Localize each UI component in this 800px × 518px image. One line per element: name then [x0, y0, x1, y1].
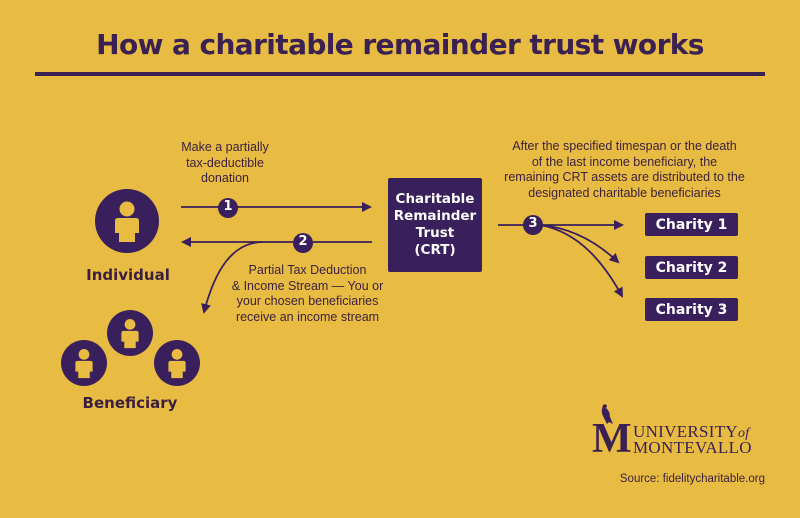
beneficiary-person-icon	[107, 310, 153, 356]
crt-box: Charitable Remainder Trust (CRT)	[388, 178, 482, 272]
step-1-number: 1	[223, 199, 233, 214]
caption-line: receive an income stream	[235, 309, 380, 324]
crt-line: Charitable	[395, 191, 475, 207]
logo-university: UNIVERSITY	[633, 422, 738, 441]
step-2-caption: Partial Tax Deduction & Income Stream — …	[225, 263, 390, 325]
caption-line: tax-deductible	[186, 155, 264, 170]
crt-line: (CRT)	[414, 242, 456, 258]
logo-monogram: M	[592, 416, 632, 462]
title-divider	[35, 72, 765, 76]
step-1-caption: Make a partially tax-deductible donation	[160, 140, 290, 187]
charity-1-box: Charity 1	[645, 213, 738, 236]
step-3-number: 3	[528, 216, 538, 231]
caption-line: your chosen beneficiaries	[236, 294, 379, 308]
arrow-step-2-beneficiary	[201, 241, 263, 314]
step-1-badge	[218, 198, 238, 218]
arrow-charity-3	[539, 224, 623, 298]
step-3-caption: After the specified timespan or the deat…	[492, 139, 757, 201]
step-3-badge	[523, 215, 543, 235]
caption-line: remaining CRT assets are distributed to …	[504, 170, 745, 184]
logo-of: of	[738, 426, 750, 441]
caption-line: of the last income beneficiary, the	[531, 154, 718, 169]
university-logo: M UNIVERSITYof MONTEVALLO	[592, 403, 767, 462]
falcon-icon	[601, 404, 613, 424]
charity-3-box: Charity 3	[645, 298, 738, 321]
logo-line-1: UNIVERSITYof	[633, 423, 750, 442]
step-2-number: 2	[298, 234, 308, 249]
caption-line: designated charitable beneficiaries	[528, 185, 721, 200]
beneficiary-person-icon	[61, 340, 107, 386]
individual-label: Individual	[86, 266, 170, 284]
beneficiary-label: Beneficiary	[82, 394, 178, 412]
beneficiary-person-icon	[154, 340, 200, 386]
charity-2-box: Charity 2	[645, 256, 738, 279]
arrow-charity-2	[539, 224, 620, 264]
caption-line: Make a partially	[181, 140, 269, 154]
caption-line: After the specified timespan or the deat…	[512, 139, 737, 153]
caption-line: Partial Tax Deduction	[248, 263, 367, 277]
step-2-badge	[293, 233, 313, 253]
caption-line: donation	[201, 171, 249, 185]
crt-line: Trust	[415, 225, 455, 241]
caption-line: & Income Stream — You or	[231, 278, 384, 293]
page-title: How a charitable remainder trust works	[96, 28, 704, 61]
crt-line: Remainder	[393, 208, 477, 224]
source-credit: Source: fidelitycharitable.org	[619, 473, 765, 485]
individual-person-icon	[95, 189, 159, 253]
logo-line-2: MONTEVALLO	[633, 438, 752, 457]
